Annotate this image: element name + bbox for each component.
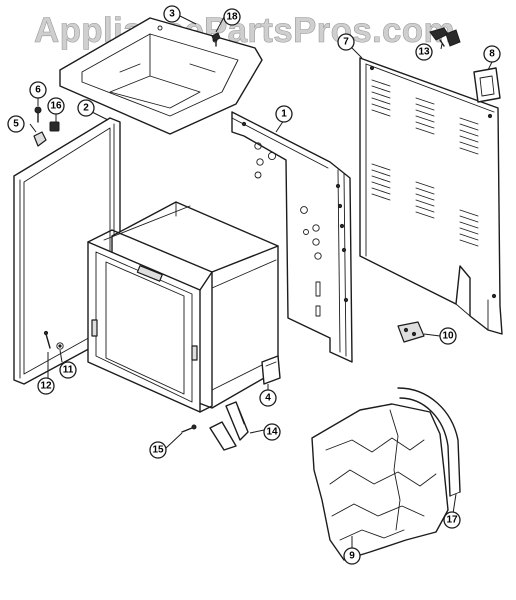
- callout-label: 3: [169, 9, 175, 20]
- callout-4: 4: [259, 389, 277, 407]
- callout-label: 17: [446, 515, 458, 526]
- leader-lines: [29, 15, 493, 548]
- part-pin-12[interactable]: [43, 330, 51, 349]
- part-screw-15[interactable]: [181, 424, 197, 433]
- callout-10: 10: [439, 327, 457, 345]
- part-rear-panel[interactable]: [359, 57, 503, 335]
- callout-14: 14: [263, 423, 281, 441]
- callout-label: 7: [343, 37, 349, 48]
- part-screw-18[interactable]: [211, 32, 221, 47]
- callout-label: 9: [349, 551, 355, 562]
- callout-17: 17: [443, 511, 461, 529]
- part-side-wall[interactable]: [231, 111, 353, 363]
- callout-label: 8: [489, 49, 495, 60]
- callout-3: 3: [163, 5, 181, 23]
- callout-label: 14: [266, 427, 278, 438]
- part-bracket-4[interactable]: [261, 355, 281, 385]
- watermark-text: AppliancePartsPros.com: [34, 11, 455, 50]
- callout-2: 2: [77, 99, 95, 117]
- part-block-5[interactable]: [33, 131, 47, 147]
- callout-label: 15: [152, 445, 164, 456]
- callout-label: 6: [35, 85, 41, 96]
- callout-label: 5: [13, 119, 19, 130]
- part-hinge-14[interactable]: [209, 401, 249, 451]
- callout-label: 4: [265, 393, 271, 404]
- part-clip-13[interactable]: [429, 27, 461, 47]
- callout-label: 11: [63, 365, 74, 376]
- callout-1: 1: [275, 105, 293, 123]
- callout-13: 13: [415, 43, 433, 61]
- callout-9: 9: [343, 547, 361, 565]
- callout-6: 6: [29, 81, 47, 99]
- part-bracket-8[interactable]: [473, 67, 501, 103]
- part-oven-cavity[interactable]: [87, 201, 279, 413]
- callout-label: 1: [281, 109, 287, 120]
- callout-label: 16: [50, 101, 62, 112]
- part-insulation-blanket[interactable]: [311, 403, 449, 561]
- callout-16: 16: [47, 97, 65, 115]
- callout-label: 18: [226, 12, 238, 23]
- callout-11: 11: [59, 361, 77, 379]
- callout-label: 2: [83, 103, 89, 114]
- part-screw-6[interactable]: [34, 106, 42, 123]
- callout-label: 10: [442, 331, 454, 342]
- rear-panel-louvers: [371, 79, 479, 247]
- callout-12: 12: [37, 377, 55, 395]
- part-bracket-10[interactable]: [397, 321, 425, 343]
- callout-label: 13: [418, 47, 430, 58]
- callout-15: 15: [149, 441, 167, 459]
- callout-5: 5: [7, 115, 25, 133]
- part-clip-16[interactable]: [49, 121, 60, 132]
- part-top-cover-plate[interactable]: [59, 17, 263, 135]
- callout-18: 18: [223, 8, 241, 26]
- callout-label: 12: [40, 381, 52, 392]
- part-washer-11[interactable]: [56, 342, 64, 350]
- callout-8: 8: [483, 45, 501, 63]
- part-curved-strip[interactable]: [397, 387, 461, 497]
- callout-7: 7: [337, 33, 355, 51]
